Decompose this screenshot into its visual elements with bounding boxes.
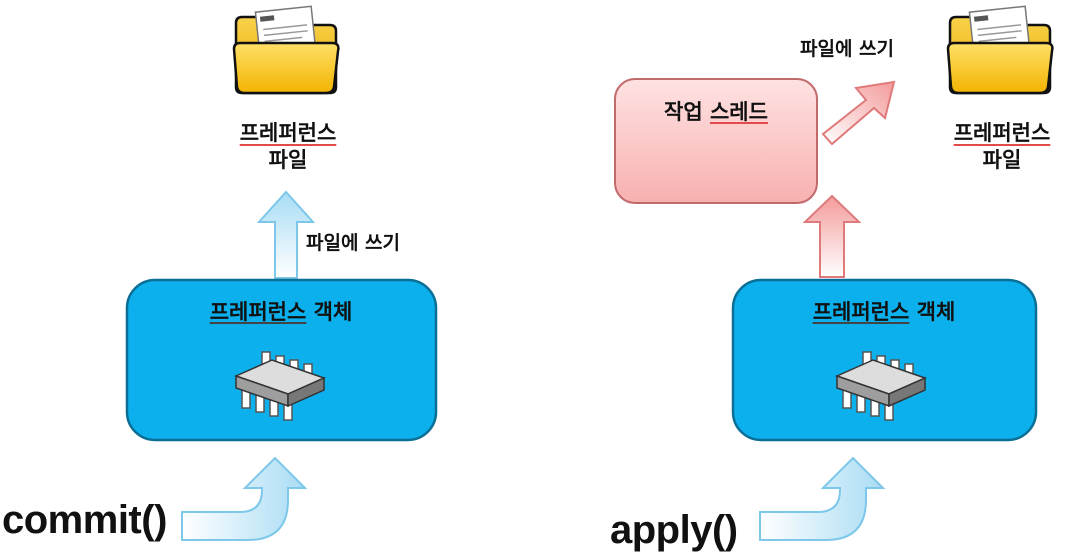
right-file-label-line1: 프레퍼런스 [953,121,1051,145]
left-object-title: 프레퍼런스 객체 [131,296,431,326]
left-input-arrow [181,456,308,541]
right-file-label: 프레퍼런스 파일 [912,120,1082,174]
left-object-title-rest: 객체 [313,300,353,324]
left-file-label-line2: 파일 [268,148,308,172]
thread-label: 작업 스레드 [616,96,816,126]
left-file-icon [232,5,340,95]
thread-box [614,78,818,204]
apply-method-label: apply() [610,508,738,552]
right-object-title-main: 프레퍼런스 [812,300,910,324]
thread-label-first: 작업 [664,100,703,124]
left-file-label-line1: 프레퍼런스 [239,121,337,145]
right-object-title: 프레퍼런스 객체 [734,296,1034,326]
right-input-arrow [759,456,886,541]
right-file-icon [946,5,1054,95]
commit-method-label: commit() [2,498,167,542]
right-object-title-rest: 객체 [916,300,956,324]
left-file-label: 프레퍼런스 파일 [198,120,378,174]
left-object-title-main: 프레퍼런스 [209,300,307,324]
thread-label-main: 스레드 [709,100,768,124]
object-to-thread-arrow [802,194,862,278]
right-file-label-line2: 파일 [982,148,1022,172]
left-write-label: 파일에 쓰기 [306,232,401,254]
thread-write-arrow [821,80,896,146]
right-write-label: 파일에 쓰기 [800,38,895,60]
left-write-arrow [256,190,316,279]
